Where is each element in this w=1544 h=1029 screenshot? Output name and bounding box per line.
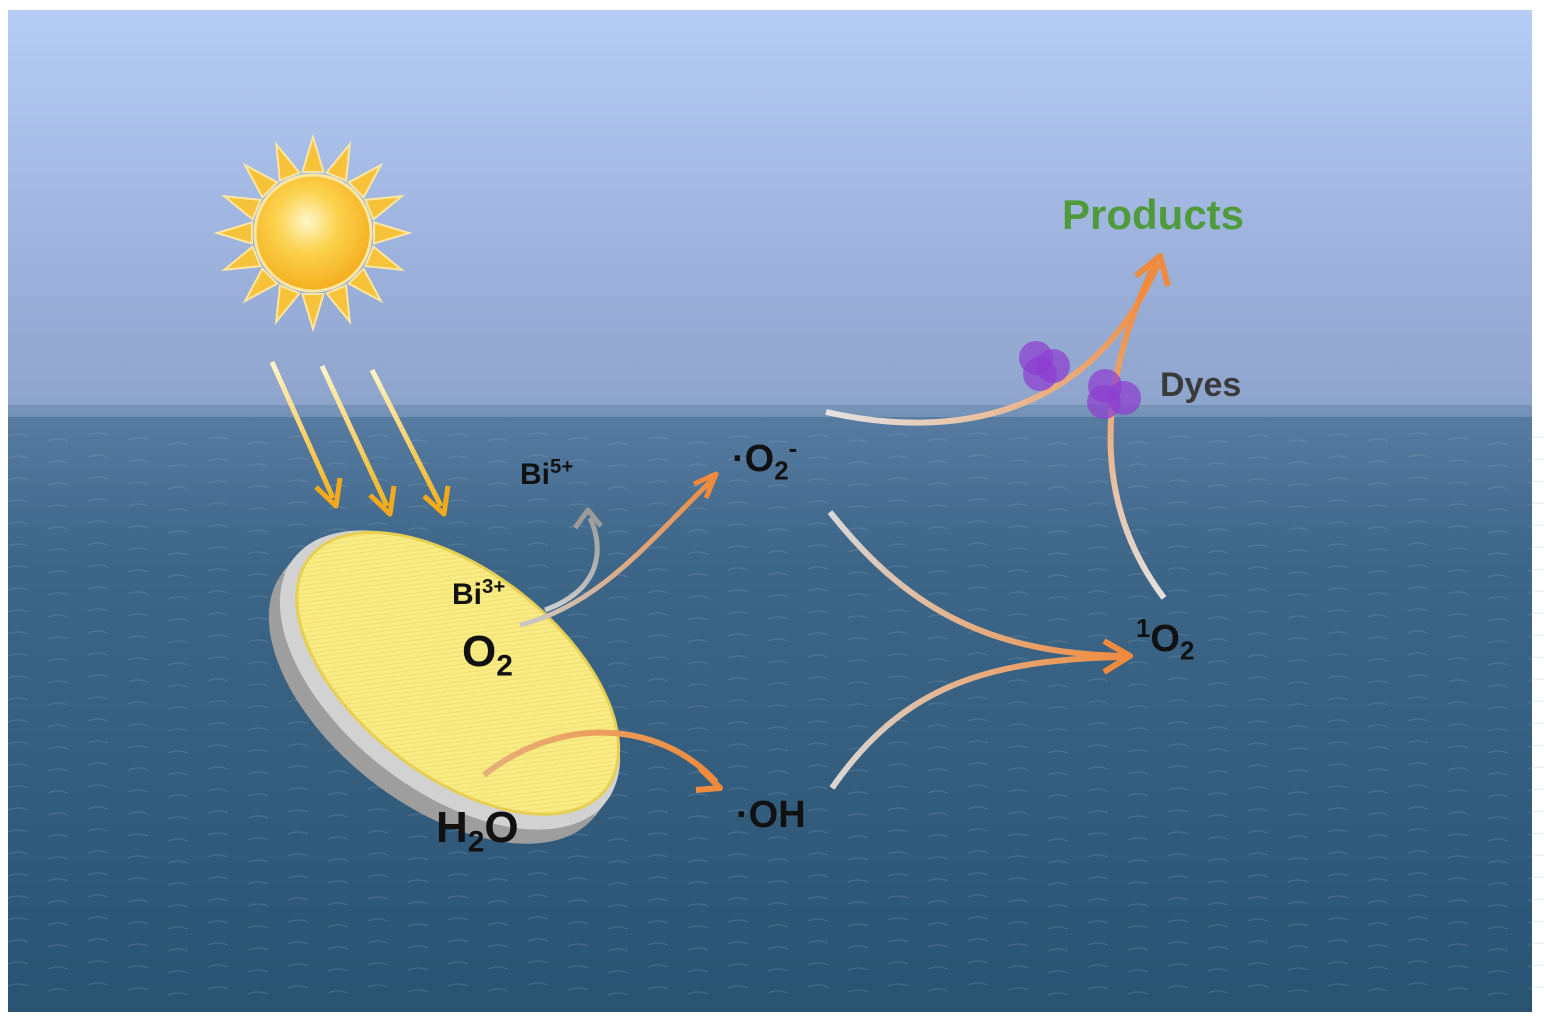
wave-line bbox=[7, 916, 1544, 930]
sun-ray-icon bbox=[364, 194, 405, 221]
bi5-label: Bi5+ bbox=[520, 457, 573, 491]
sun-ray-icon bbox=[242, 162, 279, 199]
superoxide-label-charge: - bbox=[788, 434, 798, 463]
sea-background bbox=[8, 405, 1532, 1012]
dye-molecule-icon bbox=[1087, 369, 1141, 419]
wave-line bbox=[7, 850, 1544, 864]
h2o-label-o: O bbox=[484, 803, 519, 852]
bi3-label-charge: 3+ bbox=[482, 575, 506, 598]
light-ray-arrow-1-icon bbox=[269, 360, 343, 509]
sun-ray-icon bbox=[347, 162, 384, 199]
sun-ray-icon bbox=[364, 245, 405, 272]
wave-line bbox=[7, 938, 1544, 952]
superoxide-label-main: ·O bbox=[732, 438, 775, 480]
o2-label-subscript: 2 bbox=[496, 649, 513, 683]
light-ray-arrow-2-icon bbox=[319, 364, 397, 517]
hydroxyl-label-main: ·OH bbox=[736, 794, 806, 836]
sun-ray-icon bbox=[242, 267, 279, 304]
singlet-oxygen-label-subscript: 2 bbox=[1179, 637, 1195, 666]
wave-line bbox=[7, 894, 1544, 908]
arrow-o2-to-superoxide-icon bbox=[519, 471, 719, 628]
sun-ray-icon bbox=[347, 267, 384, 304]
sun-icon bbox=[213, 133, 413, 333]
wave-line bbox=[7, 454, 1544, 468]
arrow-singlet-oxygen-to-products-icon bbox=[1107, 253, 1171, 600]
wave-line bbox=[7, 872, 1544, 886]
sky-background bbox=[8, 10, 1532, 410]
h2o-label-subscript: 2 bbox=[467, 825, 485, 859]
wave-line bbox=[7, 520, 1544, 534]
sun-ray-icon bbox=[274, 141, 301, 182]
sun-ray-icon bbox=[373, 221, 413, 245]
superoxide-label: ·O2- bbox=[732, 436, 797, 484]
bi5-label-main: Bi bbox=[520, 458, 550, 491]
superoxide-label-subscript: 2 bbox=[774, 457, 789, 486]
arrow-hydroxyl-to-singlet-oxygen-icon bbox=[829, 638, 1133, 790]
singlet-oxygen-label-prefix: 1 bbox=[1136, 614, 1151, 643]
sun-ray-icon bbox=[274, 284, 301, 325]
bi5-label-charge: 5+ bbox=[550, 455, 574, 478]
sun-ray-icon bbox=[301, 293, 325, 333]
arrow-superoxide-to-singlet-oxygen-icon bbox=[827, 510, 1131, 659]
arrow-superoxide-to-products-icon bbox=[825, 262, 1161, 426]
dye-molecule-icon bbox=[1019, 341, 1070, 391]
sun-ray-icon bbox=[221, 194, 262, 221]
hydroxyl-label: ·OH bbox=[736, 796, 806, 834]
products-label: Products bbox=[1062, 191, 1245, 238]
bi3-label: Bi3+ bbox=[452, 577, 505, 611]
o2-label: O2 bbox=[462, 627, 513, 682]
bi3-label-main: Bi bbox=[452, 578, 482, 611]
arrow-h2o-to-hydroxyl-icon bbox=[482, 729, 723, 793]
singlet-oxygen-label-main: O bbox=[1150, 618, 1180, 660]
h2o-label: H2O bbox=[436, 803, 519, 858]
sun-ray-icon bbox=[221, 245, 262, 272]
sun-ray-icon bbox=[325, 284, 352, 325]
wave-line bbox=[7, 982, 1544, 996]
dyes-label: Dyes bbox=[1160, 366, 1242, 404]
sun-ray-icon bbox=[213, 221, 253, 245]
h2o-label-h: H bbox=[436, 803, 468, 852]
arrow-bi3-to-bi5-icon bbox=[544, 507, 603, 613]
light-ray-arrow-3-icon bbox=[369, 368, 451, 517]
sun-ray-icon bbox=[301, 133, 325, 173]
sun-ray-icon bbox=[325, 141, 352, 182]
light-rays bbox=[269, 360, 451, 517]
horizon-haze bbox=[8, 395, 1532, 417]
wave-line bbox=[7, 960, 1544, 974]
wave-line bbox=[7, 432, 1544, 446]
o2-label-main: O bbox=[462, 627, 497, 676]
singlet-oxygen-label: 1O2 bbox=[1136, 616, 1194, 664]
sea-waves bbox=[7, 432, 1544, 996]
